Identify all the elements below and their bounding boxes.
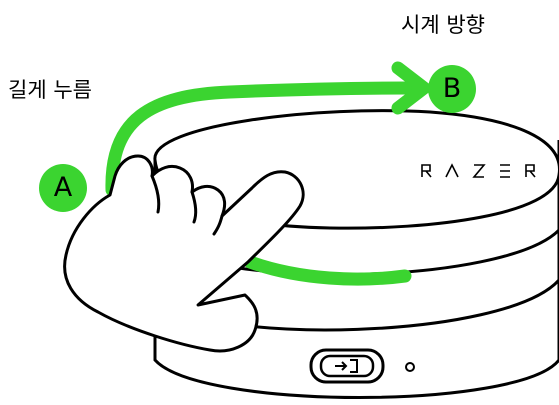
rotation-arc-lower [243, 255, 412, 286]
long-press-label: 길게 누름 [8, 78, 92, 102]
port-glyph [335, 359, 358, 373]
end-badge: B [428, 65, 476, 113]
arrow-head [391, 61, 431, 115]
hand-icon [63, 154, 305, 353]
clockwise-label: 시계 방향 [401, 13, 485, 37]
status-led-icon [405, 362, 415, 372]
start-badge: A [39, 164, 87, 212]
port-inner [319, 354, 375, 378]
clockwise-arrow-icon [105, 81, 415, 197]
finger-creases [150, 174, 224, 236]
razer-wordmark-icon [421, 163, 536, 178]
